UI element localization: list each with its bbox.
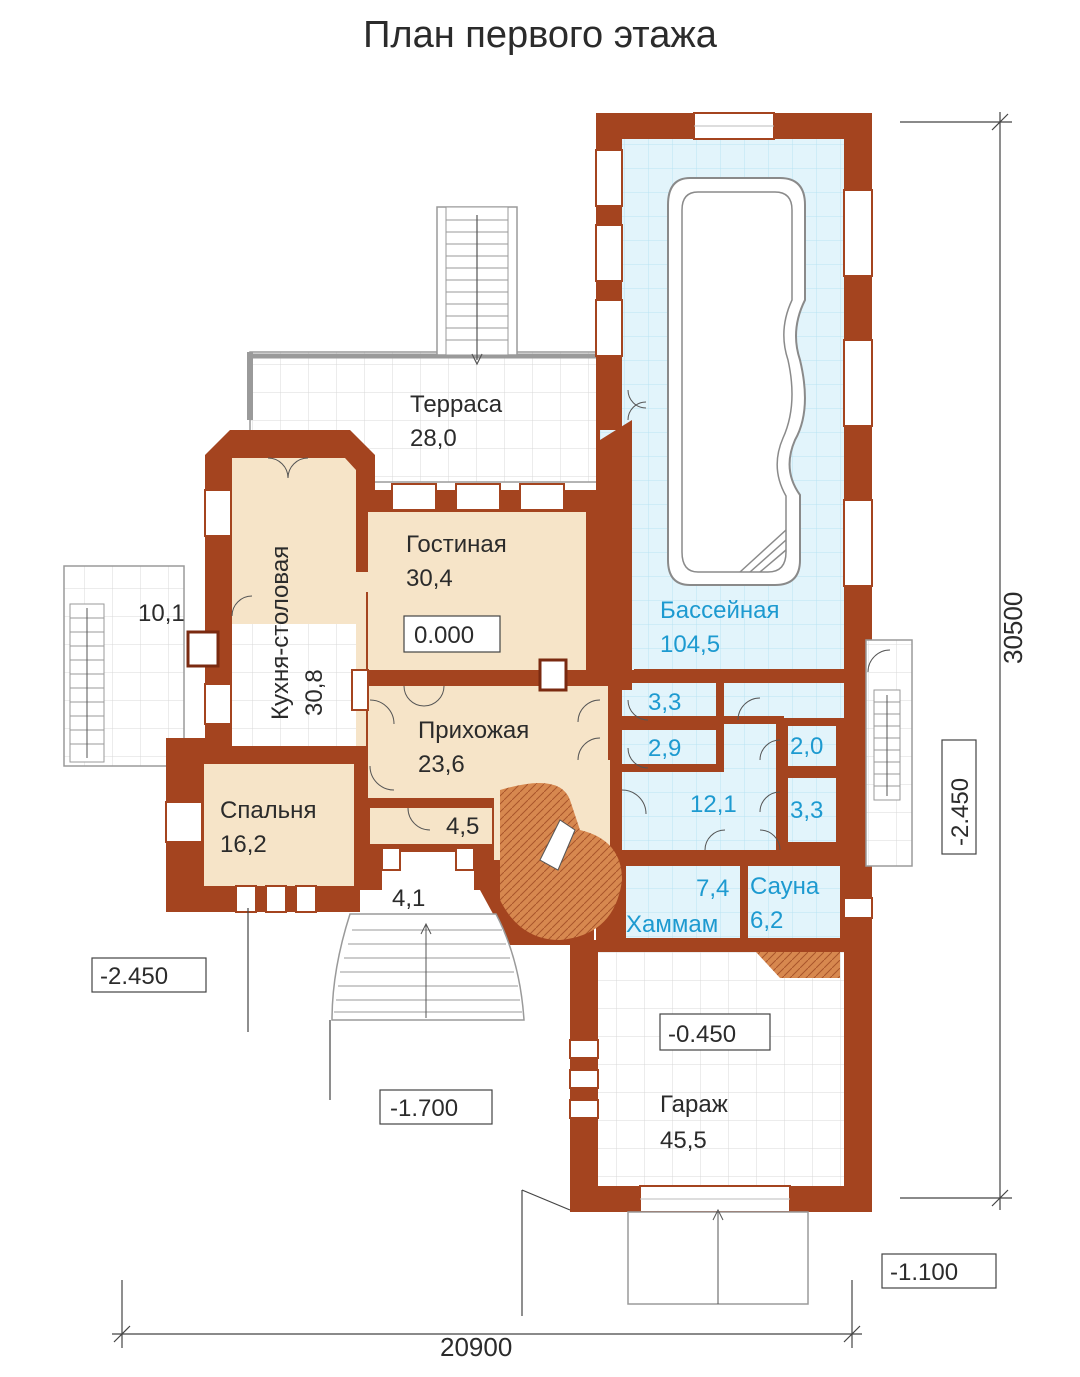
porch-left-area: 10,1	[138, 600, 185, 627]
terrace-stairs	[436, 206, 518, 366]
small-a-area: 3,3	[648, 689, 681, 716]
pool-area: 104,5	[660, 631, 720, 658]
level-drive-box	[881, 1253, 997, 1289]
plan-title: План первого этажа	[363, 14, 717, 56]
service-rooms	[614, 672, 844, 851]
level-stairs: -1.700	[390, 1095, 458, 1122]
small-b-area: 2,9	[648, 735, 681, 762]
sauna-name: Сауна	[750, 873, 820, 900]
closet-area: 4,5	[446, 813, 479, 840]
garage-name: Гараж	[660, 1091, 728, 1118]
hall-name: Прихожая	[418, 717, 529, 744]
level-left-box	[91, 957, 207, 993]
dimension-width: 20900	[440, 1332, 512, 1362]
level-garage-box	[659, 1013, 771, 1051]
entry-area: 4,1	[392, 885, 425, 912]
hammam-name: Хаммам	[626, 911, 718, 938]
level-right-box	[941, 739, 977, 855]
level-main-box	[403, 615, 501, 653]
kitchen-area: 30,8	[301, 669, 328, 716]
living-name: Гостиная	[406, 531, 507, 558]
hammam-sauna	[596, 850, 873, 948]
entrance-steps	[331, 913, 525, 1021]
pool-wing	[595, 112, 873, 868]
garage-area: 45,5	[660, 1127, 707, 1154]
left-porch	[63, 565, 185, 767]
level-right: -2.450	[947, 778, 974, 846]
level-stairs-box	[379, 1089, 493, 1125]
small-c-area: 2,0	[790, 733, 823, 760]
level-drive: -1.100	[890, 1259, 958, 1286]
level-main: 0.000	[414, 622, 474, 649]
level-garage: -0.450	[668, 1021, 736, 1048]
dimension-height: 30500	[998, 592, 1028, 664]
garage-block	[569, 940, 872, 1305]
living-area: 30,4	[406, 565, 453, 592]
terrace-name: Терраса	[410, 391, 503, 418]
kitchen-name: Кухня-столовая	[267, 546, 294, 720]
dimension-lines	[112, 112, 1012, 1348]
sauna-area: 6,2	[750, 907, 783, 934]
bedroom-name: Спальня	[220, 797, 316, 824]
right-porch	[865, 639, 913, 867]
level-markers	[91, 615, 997, 1289]
corridor-area: 12,1	[690, 791, 737, 818]
dimension-labels: 20900 30500	[440, 592, 1028, 1362]
level-left: -2.450	[100, 963, 168, 990]
room-labels: Терраса 28,0 Гостиная 30,4 Кухня-столова…	[138, 391, 823, 1154]
hammam-area: 7,4	[696, 875, 729, 902]
terrace-area-label: 28,0	[410, 425, 457, 452]
hall-area: 23,6	[418, 751, 465, 778]
bedroom-area: 16,2	[220, 831, 267, 858]
pool-name: Бассейная	[660, 597, 779, 624]
level-labels: 0.000 -2.450 -1.700 -0.450 -1.100 -2.450	[100, 622, 974, 1286]
small-d-area: 3,3	[790, 797, 823, 824]
